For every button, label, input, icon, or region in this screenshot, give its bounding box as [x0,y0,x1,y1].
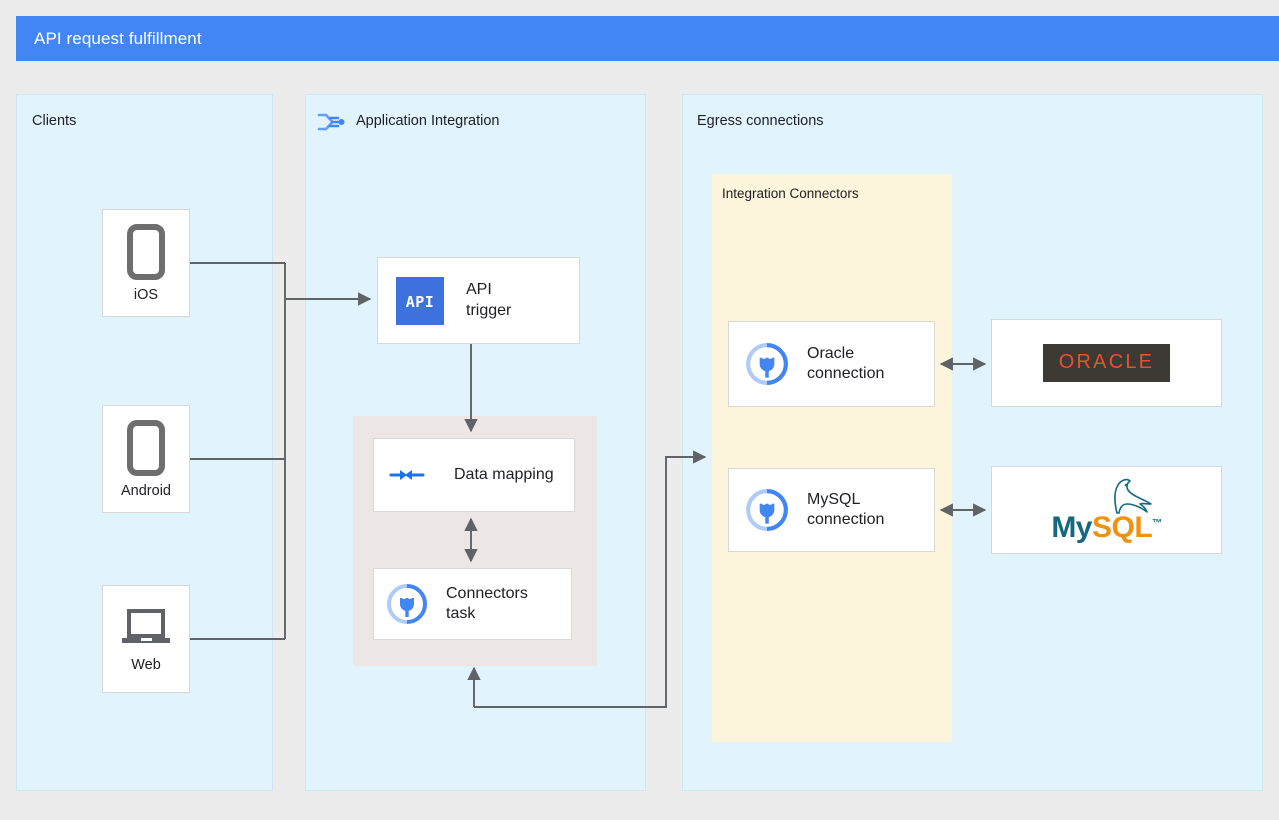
connectors-icon [745,342,789,386]
client-label-ios: iOS [133,286,159,303]
panel-label-clients: Clients [32,113,77,129]
application-integration-icon [317,113,345,131]
system-card-mysql[interactable]: MySQL™ [991,466,1222,554]
client-label-android: Android [121,482,171,499]
panel-label-egress-connections: Egress connections [697,113,824,129]
mysql-wordmark: MySQL™ [1051,511,1162,544]
connectors-icon [745,488,789,532]
mysql-word-my: My [1051,511,1092,544]
node-api-trigger[interactable]: API API trigger [377,257,580,344]
panel-label-application-integration: Application Integration [356,113,500,129]
mysql-logo: MySQL™ [1051,477,1163,543]
node-label-api-trigger: API trigger [466,281,512,319]
api-icon: API [396,276,444,325]
oracle-logo: ORACLE [1042,344,1171,382]
node-oracle-connection[interactable]: Oracle connection [728,321,935,407]
connectors-icon [386,583,428,625]
node-label-connectors-task: Connectors task [446,584,528,622]
panel-integration-connectors [712,174,952,742]
node-label-mysql-connection: MySQL connection [807,490,885,528]
client-card-android[interactable]: Android [102,405,190,513]
client-card-ios[interactable]: iOS [102,209,190,317]
data-mapping-icon [388,460,426,490]
node-data-mapping[interactable]: Data mapping [373,438,575,512]
client-label-web: Web [131,656,161,673]
phone-icon [127,419,165,476]
diagram-title-bar: API request fulfillment [16,16,1279,61]
system-card-oracle[interactable]: ORACLE [991,319,1222,407]
phone-icon [127,223,165,280]
laptop-icon [122,608,170,643]
dolphin-icon [1113,478,1152,514]
panel-label-integration-connectors: Integration Connectors [722,186,859,201]
page-title: API request fulfillment [34,28,202,48]
node-mysql-connection[interactable]: MySQL connection [728,468,935,552]
node-connectors-task[interactable]: Connectors task [373,568,572,640]
svg-text:API: API [406,293,435,311]
node-label-data-mapping: Data mapping [454,465,554,483]
mysql-trademark: ™ [1152,518,1162,529]
client-card-web[interactable]: Web [102,585,190,693]
mysql-word-sql: SQL [1092,511,1153,544]
node-label-oracle-connection: Oracle connection [807,344,885,382]
